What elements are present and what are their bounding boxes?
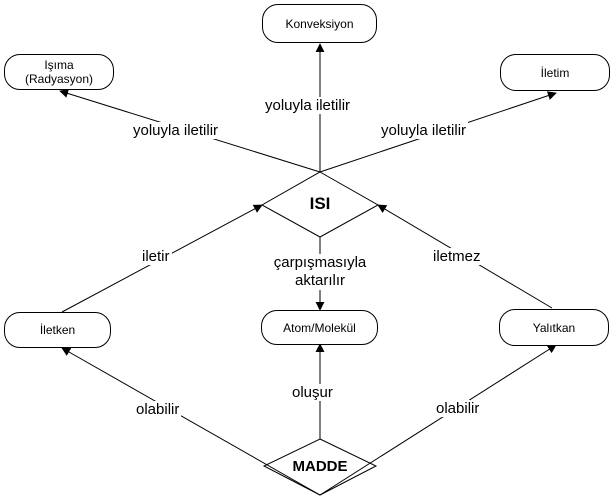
node-yalitkan-label: Yalıtkan	[532, 320, 576, 335]
edge-label-olabilir-left: olabilir	[134, 401, 182, 418]
node-atom-molekul-label: Atom/Molekül	[283, 320, 356, 335]
node-iletim: İletim	[500, 54, 610, 91]
node-isima: Işıma (Radyasyon)	[4, 54, 114, 90]
node-konveksiyon: Konveksiyon	[262, 4, 377, 43]
edge-label-carpisma: çarpışmasıyla aktarılır	[250, 254, 390, 290]
madde-label: MADDE	[292, 458, 348, 475]
edge-label-isima: yoluyla iletilir	[131, 122, 221, 139]
node-konveksiyon-label: Konveksiyon	[285, 16, 354, 31]
isi-label: ISI	[309, 194, 331, 213]
edge-label-iletir: iletir	[140, 248, 172, 265]
edge-label-konveksiyon: yoluyla iletilir	[263, 97, 353, 114]
edge-label-iletim: yoluyla iletilir	[379, 122, 469, 139]
node-iletken-label: İletken	[39, 323, 76, 337]
edge-label-olusur: oluşur	[290, 384, 335, 401]
node-atom-molekul: Atom/Molekül	[261, 310, 378, 345]
edge-madde-to-iletken	[61, 347, 321, 496]
edge-label-olabilir-right: olabilir	[434, 400, 482, 417]
node-iletim-label: İletim	[540, 65, 570, 80]
node-isima-label: Işıma (Radyasyon)	[24, 58, 94, 86]
node-iletken: İletken	[4, 312, 111, 348]
node-yalitkan: Yalıtkan	[499, 309, 609, 346]
edge-madde-to-yalitkan	[319, 344, 557, 496]
edge-label-iletmez: iletmez	[431, 248, 483, 265]
